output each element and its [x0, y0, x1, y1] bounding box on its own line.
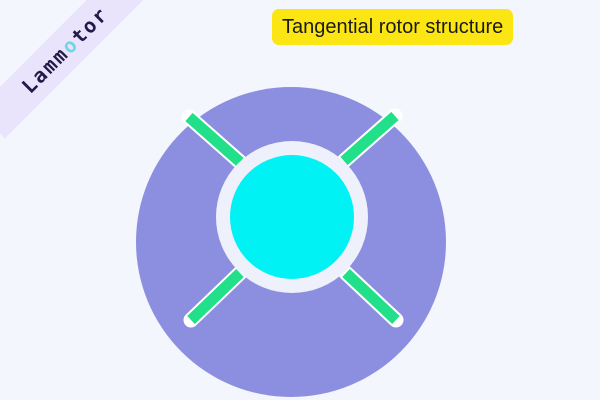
- magnet-group: [181, 108, 404, 328]
- title-badge: Tangential rotor structure: [272, 9, 514, 45]
- magnet-top-left: [181, 109, 248, 170]
- magnet-bottom-left: [183, 265, 248, 328]
- magnet-bottom-right: [338, 265, 404, 328]
- shaft: [230, 155, 354, 279]
- diagram-title: Tangential rotor structure: [282, 15, 504, 38]
- magnet-top-right: [336, 108, 403, 169]
